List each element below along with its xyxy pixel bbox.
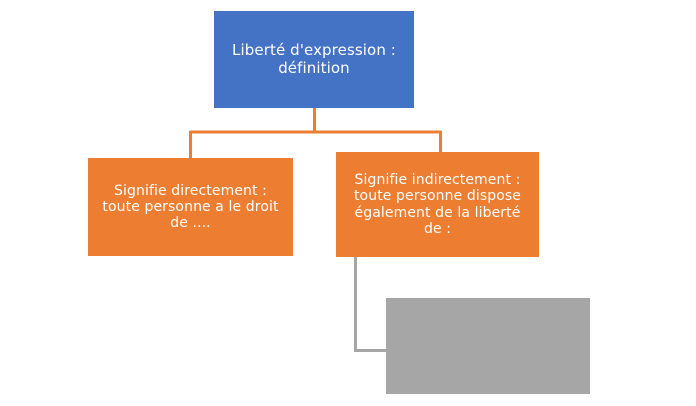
node-signifie-directement[interactable]: Signifie directement :toute personne a l…: [88, 158, 293, 256]
connector-elbow-path: [354, 257, 387, 352]
node-liberte-expression-definition[interactable]: Liberté d'expression :définition: [214, 11, 414, 108]
node-signifie-indirectement[interactable]: Signifie indirectement :toute personne d…: [336, 152, 539, 257]
node-placeholder-empty[interactable]: [386, 298, 590, 394]
connector-root-to-branches: [189, 108, 442, 159]
node-direct-label: Signifie directement :toute personne a l…: [102, 182, 279, 232]
connector-branch-to-placeholder: [354, 257, 387, 352]
node-root-label: Liberté d'expression :définition: [232, 41, 396, 77]
node-indirect-label: Signifie indirectement :toute personne d…: [353, 172, 522, 237]
